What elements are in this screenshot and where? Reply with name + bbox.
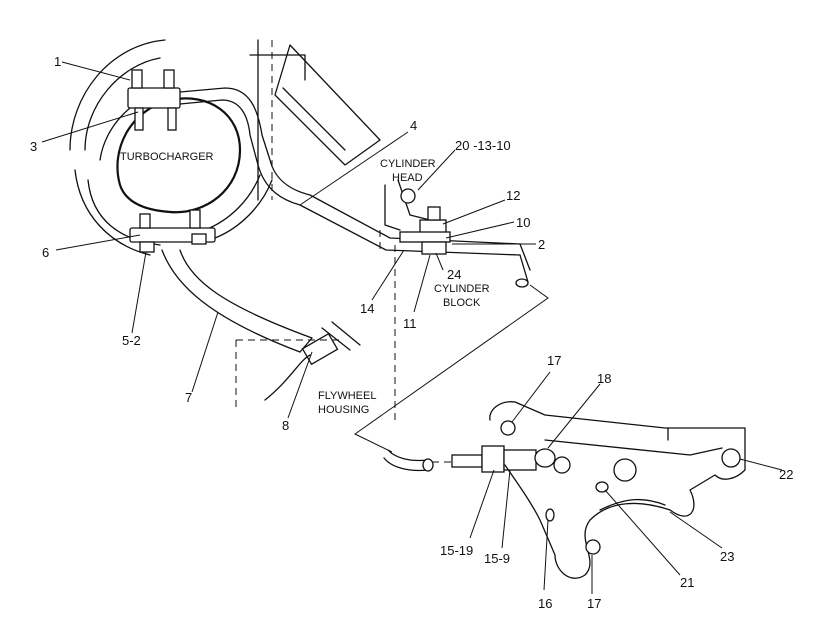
oil-drain-tube — [161, 249, 361, 366]
lower-hose-assembly — [383, 445, 537, 473]
label-flywheel-housing-line2: HOUSING — [318, 404, 369, 416]
engine-block-outline — [249, 39, 381, 201]
callout-11: 11 — [403, 316, 417, 331]
callout-3: 3 — [30, 139, 37, 154]
callout-5-2: 5-2 — [122, 333, 141, 348]
callout-15-9: 15-9 — [484, 551, 510, 566]
callout-6: 6 — [42, 245, 49, 260]
label-cylinder-block-line2: BLOCK — [443, 297, 481, 309]
oil-supply-line — [179, 87, 531, 288]
mounting-bracket — [489, 401, 746, 579]
callout-16: 16 — [538, 596, 552, 611]
label-cylinder-block-line1: CYLINDER — [434, 283, 490, 295]
callout-17-top: 17 — [547, 353, 561, 368]
connection-lines — [354, 284, 549, 453]
callout-21: 21 — [680, 575, 694, 590]
callout-2: 2 — [538, 237, 545, 252]
callout-8: 8 — [282, 418, 289, 433]
label-cylinder-head-line1: CYLINDER — [380, 158, 436, 170]
label-cylinder-head-line2: HEAD — [392, 172, 423, 184]
callout-10: 10 — [516, 215, 530, 230]
cylinder-fitting — [379, 179, 451, 420]
callout-15-19: 15-19 — [440, 543, 473, 558]
callout-23: 23 — [720, 549, 734, 564]
turbo-housing-outline — [69, 39, 273, 256]
callout-24: 24 — [447, 267, 461, 282]
leader-lines — [41, 61, 783, 594]
turbo-bottom-flange — [129, 209, 216, 253]
callout-12: 12 — [506, 188, 520, 203]
label-flywheel-housing-line1: FLYWHEEL — [318, 390, 376, 402]
label-turbocharger: TURBOCHARGER — [120, 151, 214, 163]
callout-14: 14 — [360, 301, 374, 316]
callout-22: 22 — [779, 467, 793, 482]
callout-4: 4 — [410, 118, 417, 133]
callout-17-bottom: 17 — [587, 596, 601, 611]
callout-20-13-10: 20 -13-10 — [455, 138, 511, 153]
callout-7: 7 — [185, 390, 192, 405]
turbo-top-flange — [127, 69, 181, 131]
callout-18: 18 — [597, 371, 611, 386]
callout-1: 1 — [54, 54, 61, 69]
flywheel-housing-outline — [235, 339, 340, 410]
